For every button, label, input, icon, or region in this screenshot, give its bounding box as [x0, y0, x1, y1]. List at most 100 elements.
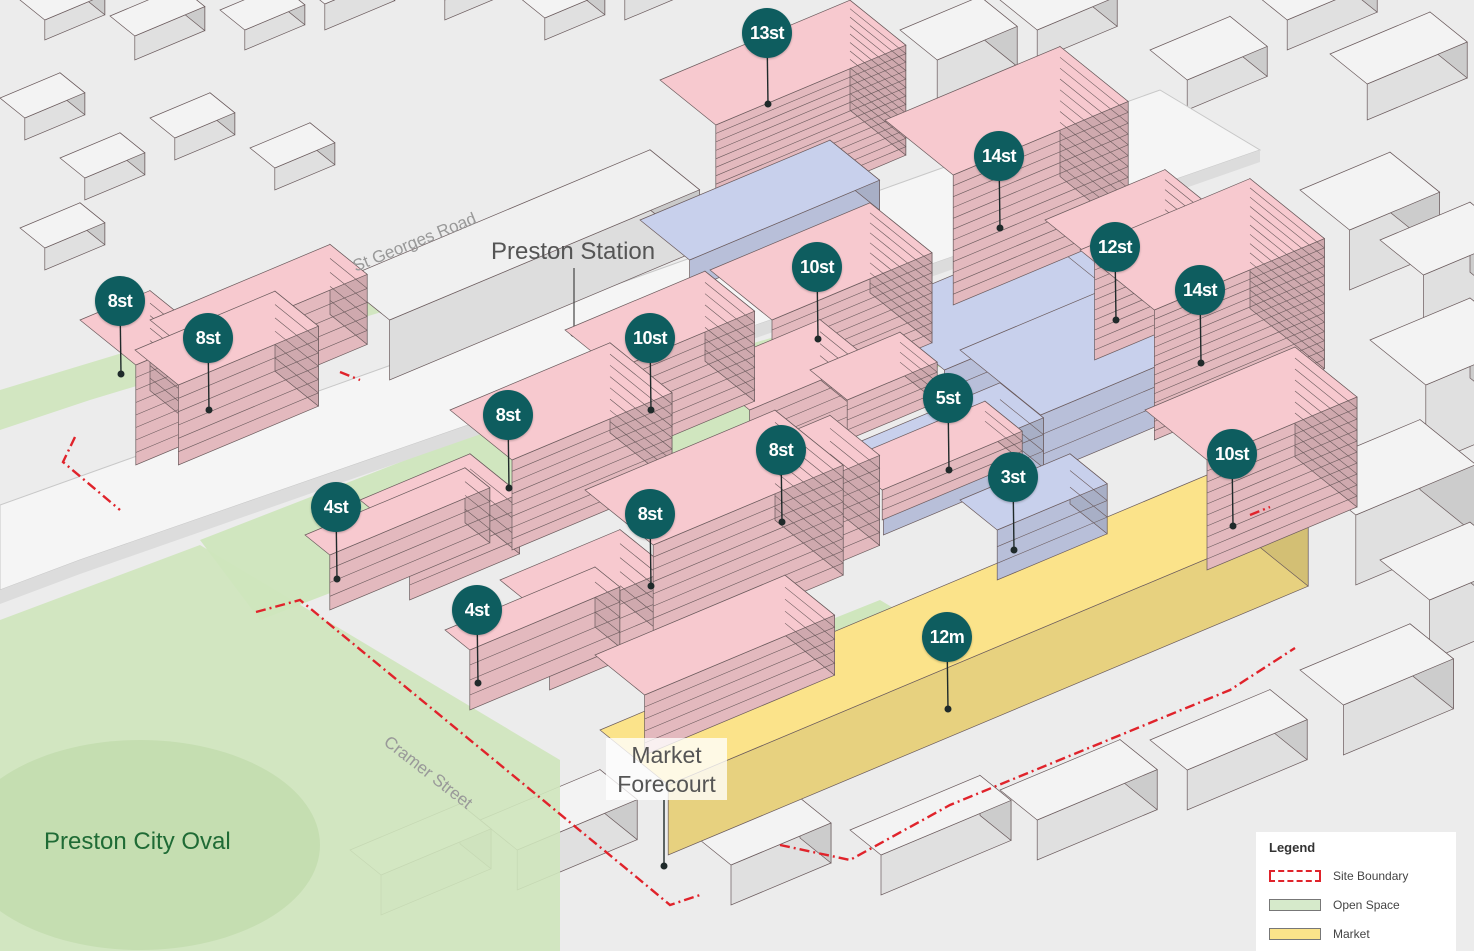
floor-line — [644, 586, 836, 708]
context-building — [109, 0, 206, 61]
height-marker-central-8st-b: 8st — [756, 425, 806, 475]
building-roof — [999, 739, 1158, 821]
context-building — [1149, 15, 1268, 111]
floor-line — [997, 470, 1108, 547]
floor-line — [715, 33, 907, 160]
building-roof — [999, 0, 1110, 31]
floor-line — [771, 222, 933, 341]
context-building — [59, 132, 146, 201]
height-marker-market-12m: 12m — [922, 612, 972, 662]
marker-anchor-dot — [1197, 359, 1205, 367]
floor-line — [715, 8, 907, 134]
building-roof — [521, 0, 589, 19]
height-marker-central-8st: 8st — [483, 390, 533, 440]
marker-anchor-dot — [1112, 316, 1120, 324]
height-marker-north-12st: 12st — [1090, 222, 1140, 272]
context-building — [899, 0, 1018, 101]
building-forecourt-edge — [594, 574, 836, 756]
floor-line — [329, 481, 491, 570]
marker-anchor-dot — [205, 406, 213, 414]
floor-line — [469, 581, 621, 666]
marker-anchor-dot — [333, 575, 341, 583]
context-building — [999, 0, 1118, 61]
marker-anchor-dot — [945, 466, 953, 474]
floor-line — [653, 483, 844, 619]
building-roof — [884, 46, 1129, 176]
marker-anchor-dot — [647, 582, 655, 590]
floor-line — [511, 353, 673, 472]
building-face — [85, 0, 106, 16]
floor-line — [1206, 445, 1358, 560]
building-roof — [1079, 178, 1326, 311]
building-face — [624, 0, 674, 21]
legend-title: Legend — [1269, 840, 1316, 855]
context-building — [0, 72, 86, 141]
floor-line — [178, 317, 319, 412]
floor-line — [653, 471, 844, 607]
floor-line — [653, 458, 844, 595]
height-marker-east-14st: 14st — [1175, 265, 1225, 315]
legend-item-open-space: Open Space — [1269, 897, 1454, 913]
context-building — [624, 0, 674, 21]
tower-north-14st — [884, 45, 1129, 306]
building-face — [444, 0, 494, 21]
floor-line — [644, 622, 836, 744]
height-marker-north-13st: 13st — [742, 8, 792, 58]
floor-line — [329, 495, 491, 583]
marker-anchor-dot — [778, 518, 786, 526]
context-building — [219, 0, 306, 51]
building-face — [1361, 0, 1378, 13]
context-building — [999, 738, 1158, 861]
floor-line — [953, 89, 1129, 219]
forecourt-label-background — [606, 738, 727, 800]
building-face — [1083, 0, 1118, 28]
floor-line — [1206, 423, 1358, 538]
floor-line — [1154, 206, 1325, 339]
building-roof — [1149, 689, 1308, 771]
building-roof — [1261, 0, 1336, 21]
height-marker-central-10st: 10st — [625, 313, 675, 363]
floor-line — [715, 25, 907, 151]
floor-line — [1206, 390, 1358, 505]
forecourt-pin-dot — [660, 862, 668, 870]
floor-line — [882, 420, 1023, 511]
height-marker-central-5st: 5st — [923, 373, 973, 423]
context-building — [444, 0, 494, 21]
building-roof — [19, 202, 106, 249]
context-building — [319, 0, 396, 31]
building-face — [393, 0, 396, 2]
marker-anchor-dot — [474, 679, 482, 687]
building-roof — [1329, 11, 1468, 85]
marker-anchor-dot — [1229, 522, 1237, 530]
floor-line — [511, 365, 673, 483]
context-building — [1299, 623, 1455, 756]
context-building — [1261, 0, 1378, 51]
legend-label: Site Boundary — [1333, 869, 1409, 883]
floor-line — [1154, 252, 1325, 385]
building-roof — [1369, 297, 1474, 386]
floor-line — [511, 376, 673, 495]
site-boundary-segment — [779, 646, 1296, 862]
building-roof — [0, 72, 86, 119]
floor-line — [1206, 368, 1358, 483]
floor-line — [614, 293, 756, 393]
context-building — [521, 0, 606, 41]
legend-label: Market — [1333, 927, 1370, 941]
marker-anchor-dot — [944, 705, 952, 713]
preston-city-oval — [0, 740, 320, 950]
building-roof — [809, 331, 938, 401]
marker-anchor-dot — [117, 370, 125, 378]
building-roof — [1379, 201, 1474, 276]
floor-line — [953, 111, 1129, 241]
building-roof — [59, 132, 146, 179]
building-roof — [249, 122, 336, 169]
marker-anchor-dot — [996, 224, 1004, 232]
building-roof — [339, 149, 701, 321]
context-building — [149, 92, 236, 161]
open-space-swatch — [1269, 899, 1321, 911]
floor-line — [469, 611, 621, 696]
context-building — [1149, 688, 1308, 811]
floor-line — [614, 282, 756, 382]
legend-label: Open Space — [1333, 898, 1400, 912]
